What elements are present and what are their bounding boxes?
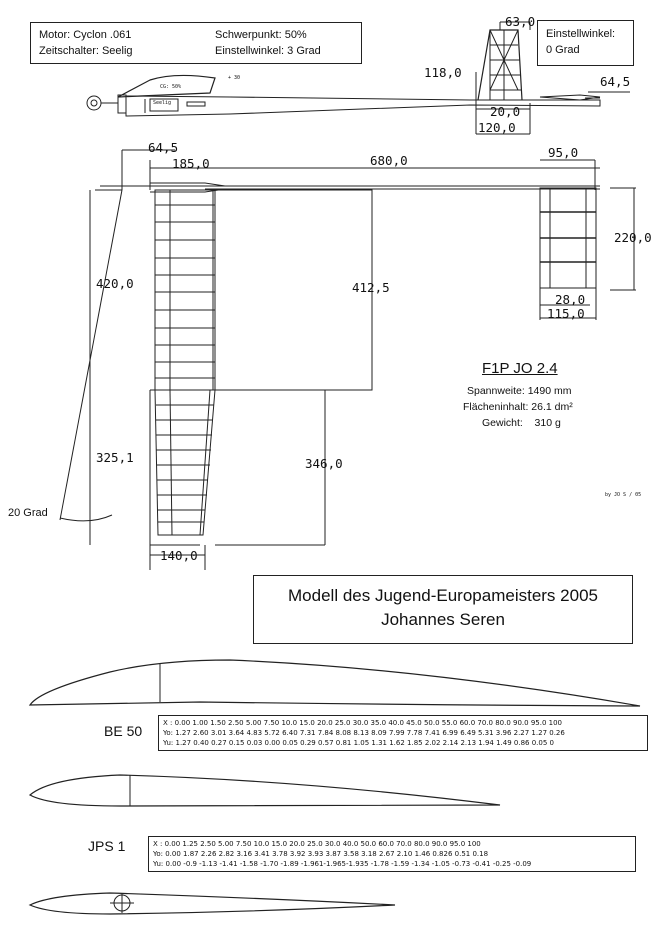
- dim-28: 28,0: [555, 292, 586, 307]
- dim-115: 115,0: [547, 306, 585, 321]
- be50-row-x: X : 0.00 1.00 1.50 2.50 5.00 7.50 10.0 1…: [163, 719, 562, 727]
- dim-63: 63,0: [505, 14, 536, 29]
- dim-64-5-side: 64,5: [600, 74, 631, 89]
- dim-680: 680,0: [370, 153, 408, 168]
- dim-412-5: 412,5: [352, 280, 390, 295]
- incidence-label: Einstellwinkel: 3 Grad: [215, 45, 321, 57]
- be50-profile-drawing: [28, 659, 641, 707]
- title-line-1: Modell des Jugend-Europameisters 2005: [288, 586, 598, 605]
- jps1-row-yo: Yo: 0.00 1.87 2.26 2.82 3.16 3.41 3.78 3…: [153, 850, 489, 858]
- model-area: Flächeninhalt: 26.1 dm²: [463, 401, 573, 413]
- profile-name-jps1: JPS 1: [88, 838, 126, 854]
- jps1-row-yu: Yu: 0.00 -0.9 -1.13 -1.41 -1.58 -1.70 -1…: [153, 860, 532, 868]
- dim-20: 20,0: [490, 104, 521, 119]
- stab-plan-view: [539, 187, 636, 320]
- stab-profile-drawing: [28, 892, 396, 915]
- model-weight: Gewicht: 310 g: [482, 417, 561, 429]
- tail-incidence-value: 0 Grad: [546, 44, 580, 56]
- be50-coordinates-table: X : 0.00 1.00 1.50 2.50 5.00 7.50 10.0 1…: [158, 715, 648, 751]
- title-line-2: Johannes Seren: [381, 610, 505, 629]
- model-name: F1P JO 2.4: [482, 360, 558, 377]
- profile-name-be50: BE 50: [104, 723, 143, 739]
- wing-plan-view: [59, 149, 600, 570]
- dim-118: 118,0: [424, 65, 462, 80]
- be50-row-yo: Yo: 1.27 2.60 3.01 3.64 4.83 5.72 6.40 7…: [163, 729, 565, 737]
- model-span: Spannweite: 1490 mm: [467, 385, 572, 397]
- fuselage-cg-label: CG: 50%: [160, 84, 182, 90]
- fuselage-timer-label: Seelig: [153, 100, 172, 106]
- header-info-box: Motor: Cyclon .061 Zeitschalter: Seelig …: [30, 22, 362, 64]
- motor-label: Motor: Cyclon .061: [39, 29, 132, 41]
- drawing-credit: by JO S / 05: [605, 492, 642, 498]
- jps1-row-x: X : 0.00 1.25 2.50 5.00 7.50 10.0 15.0 2…: [153, 840, 481, 848]
- title-box: Modell des Jugend-Europameisters 2005 Jo…: [253, 575, 633, 644]
- tail-incidence-box: Einstellwinkel: 0 Grad: [537, 20, 634, 66]
- dim-220: 220,0: [614, 230, 652, 245]
- cg-label: Schwerpunkt: 50%: [215, 29, 307, 41]
- dim-325-1: 325,1: [96, 450, 134, 465]
- dim-185: 185,0: [172, 156, 210, 171]
- dim-64-5: 64,5: [148, 140, 179, 155]
- fuselage-side-view: [86, 21, 630, 135]
- dim-346: 346,0: [305, 456, 343, 471]
- jps1-profile-drawing: [28, 774, 501, 807]
- dim-95: 95,0: [548, 145, 579, 160]
- fuselage-plus30-label: + 30: [228, 75, 241, 81]
- timer-label: Zeitschalter: Seelig: [39, 45, 133, 57]
- tail-incidence-title: Einstellwinkel:: [546, 28, 616, 40]
- dim-140: 140,0: [160, 548, 198, 563]
- dim-420: 420,0: [96, 276, 134, 291]
- dihedral-angle-label: 20 Grad: [8, 507, 48, 519]
- jps1-coordinates-table: X : 0.00 1.25 2.50 5.00 7.50 10.0 15.0 2…: [148, 836, 636, 872]
- be50-row-yu: Yu: 1.27 0.40 0.27 0.15 0.03 0.00 0.05 0…: [163, 739, 554, 747]
- dim-120: 120,0: [478, 120, 516, 135]
